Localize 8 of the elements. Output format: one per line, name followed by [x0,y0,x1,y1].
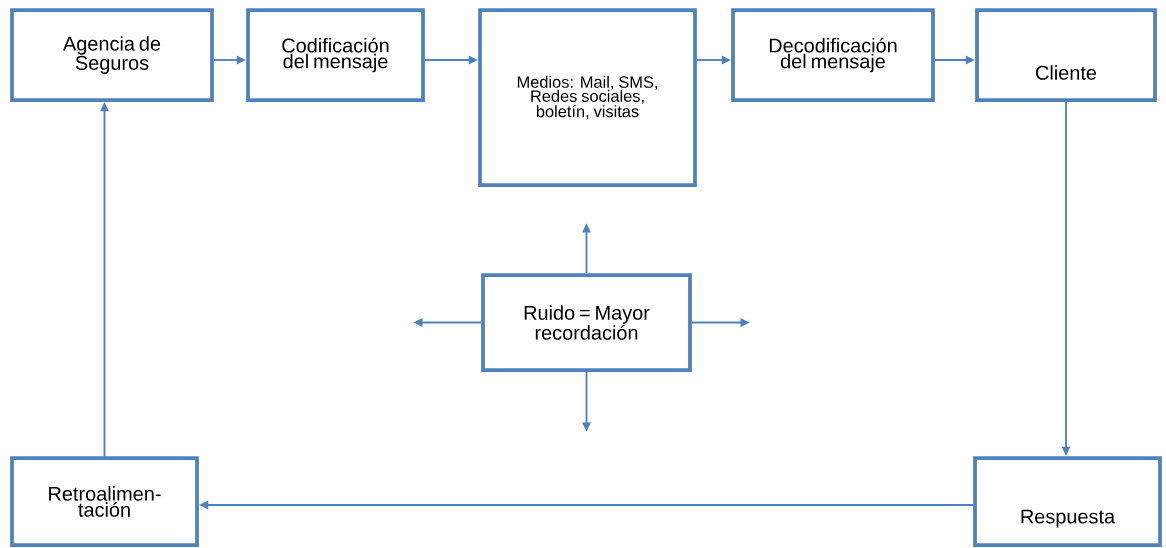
process-box: Medios: Mail, SMS, Redes sociales, boletín, visitas [478,8,697,187]
process-box: Decodificación del mensaje [731,8,935,102]
process-box: Ruido = Mayor recordación [481,273,692,372]
process-box: Retroalimen-tación [10,456,199,547]
process-box: Codificación del mensaje [246,8,425,102]
process-box: Agencia de Seguros [10,8,214,102]
process-box: Cliente [975,8,1157,102]
process-box: Respuesta [973,456,1162,547]
